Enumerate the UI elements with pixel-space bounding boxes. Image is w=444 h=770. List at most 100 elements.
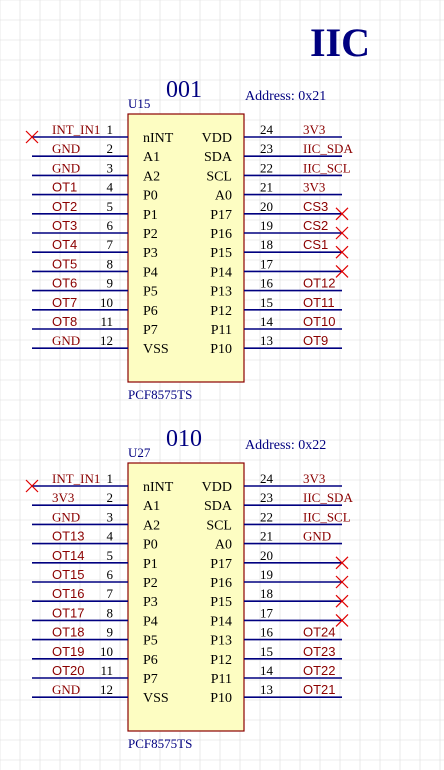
chip-number: 010 <box>166 426 202 452</box>
net-label: 3V3 <box>52 490 74 505</box>
pin-name: A0 <box>215 189 232 204</box>
pin-name: SCL <box>206 518 232 533</box>
pin-number: 21 <box>260 180 273 195</box>
pin-number: 14 <box>260 314 274 329</box>
pin-name: SDA <box>204 499 233 514</box>
pin-number: 11 <box>100 314 113 329</box>
pin-name: P3 <box>143 595 158 610</box>
pin-number: 4 <box>107 180 114 195</box>
pin-name: P17 <box>210 557 232 572</box>
pin-number: 17 <box>260 256 274 271</box>
pin-number: 5 <box>107 199 114 214</box>
pin-name: P1 <box>143 208 158 223</box>
pin-name: SCL <box>206 169 232 184</box>
address-label: Address: 0x22 <box>245 438 326 453</box>
pin-name: SDA <box>204 150 233 165</box>
pin-name: P13 <box>210 285 232 300</box>
pin-number: 15 <box>260 295 273 310</box>
pin-number: 2 <box>107 141 114 156</box>
pin-name: P12 <box>210 653 232 668</box>
net-label: OT8 <box>52 314 77 329</box>
pin-number: 20 <box>260 199 273 214</box>
no-connect-icon <box>335 613 349 627</box>
part-number-label: PCF8575TS <box>128 736 192 751</box>
designator-label: U27 <box>128 445 151 460</box>
net-label: GND <box>52 509 80 524</box>
pin-name: P2 <box>143 227 158 242</box>
chip-number: 001 <box>166 77 202 103</box>
pin-number: 21 <box>260 529 273 544</box>
net-label: GND <box>52 333 80 348</box>
pin-number: 9 <box>107 625 114 640</box>
no-connect-icon <box>335 575 349 589</box>
ic-body[interactable] <box>127 462 245 732</box>
pin-name: P4 <box>143 265 158 280</box>
net-label: OT22 <box>303 663 336 678</box>
pin-name: P10 <box>210 691 232 706</box>
no-connect-icon <box>335 556 349 570</box>
pin-name: P14 <box>210 265 232 280</box>
ic-body[interactable] <box>127 113 245 383</box>
pin-name: P11 <box>211 672 232 687</box>
pin-number: 12 <box>100 682 113 697</box>
pin-name: P6 <box>143 304 158 319</box>
pin-name: P16 <box>210 576 232 591</box>
pin-name: P0 <box>143 189 158 204</box>
pin-number: 13 <box>260 333 273 348</box>
pin-4[interactable]: 4P0 OT1 <box>32 180 158 204</box>
pin-number: 11 <box>100 663 113 678</box>
pin-name: nINT <box>143 131 174 146</box>
net-label: OT1 <box>52 180 77 195</box>
pin-name: P16 <box>210 227 232 242</box>
pin-name: P4 <box>143 614 158 629</box>
pin-number: 5 <box>107 548 114 563</box>
